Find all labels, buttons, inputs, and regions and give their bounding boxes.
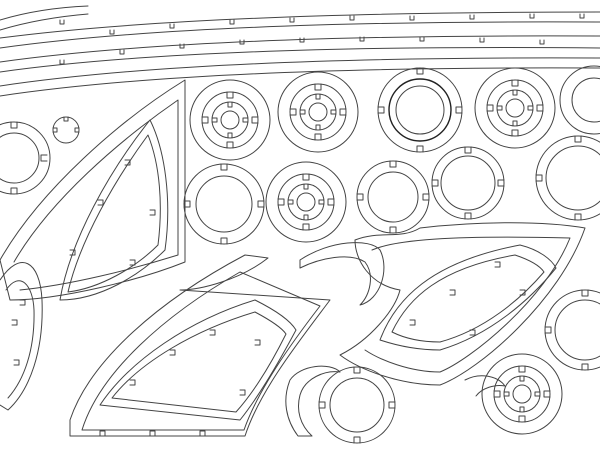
wing-bottom-left [69,254,331,437]
ring-row-bottom [318,289,600,444]
top-band-group [0,5,600,97]
swirl-pieces [285,242,506,437]
ring-row-top [189,65,600,161]
ring-row-middle [183,135,600,245]
left-tall-oval [0,262,43,411]
left-rings [0,116,80,195]
leaf-upper-left [0,79,186,301]
wing-right-center [339,222,586,386]
